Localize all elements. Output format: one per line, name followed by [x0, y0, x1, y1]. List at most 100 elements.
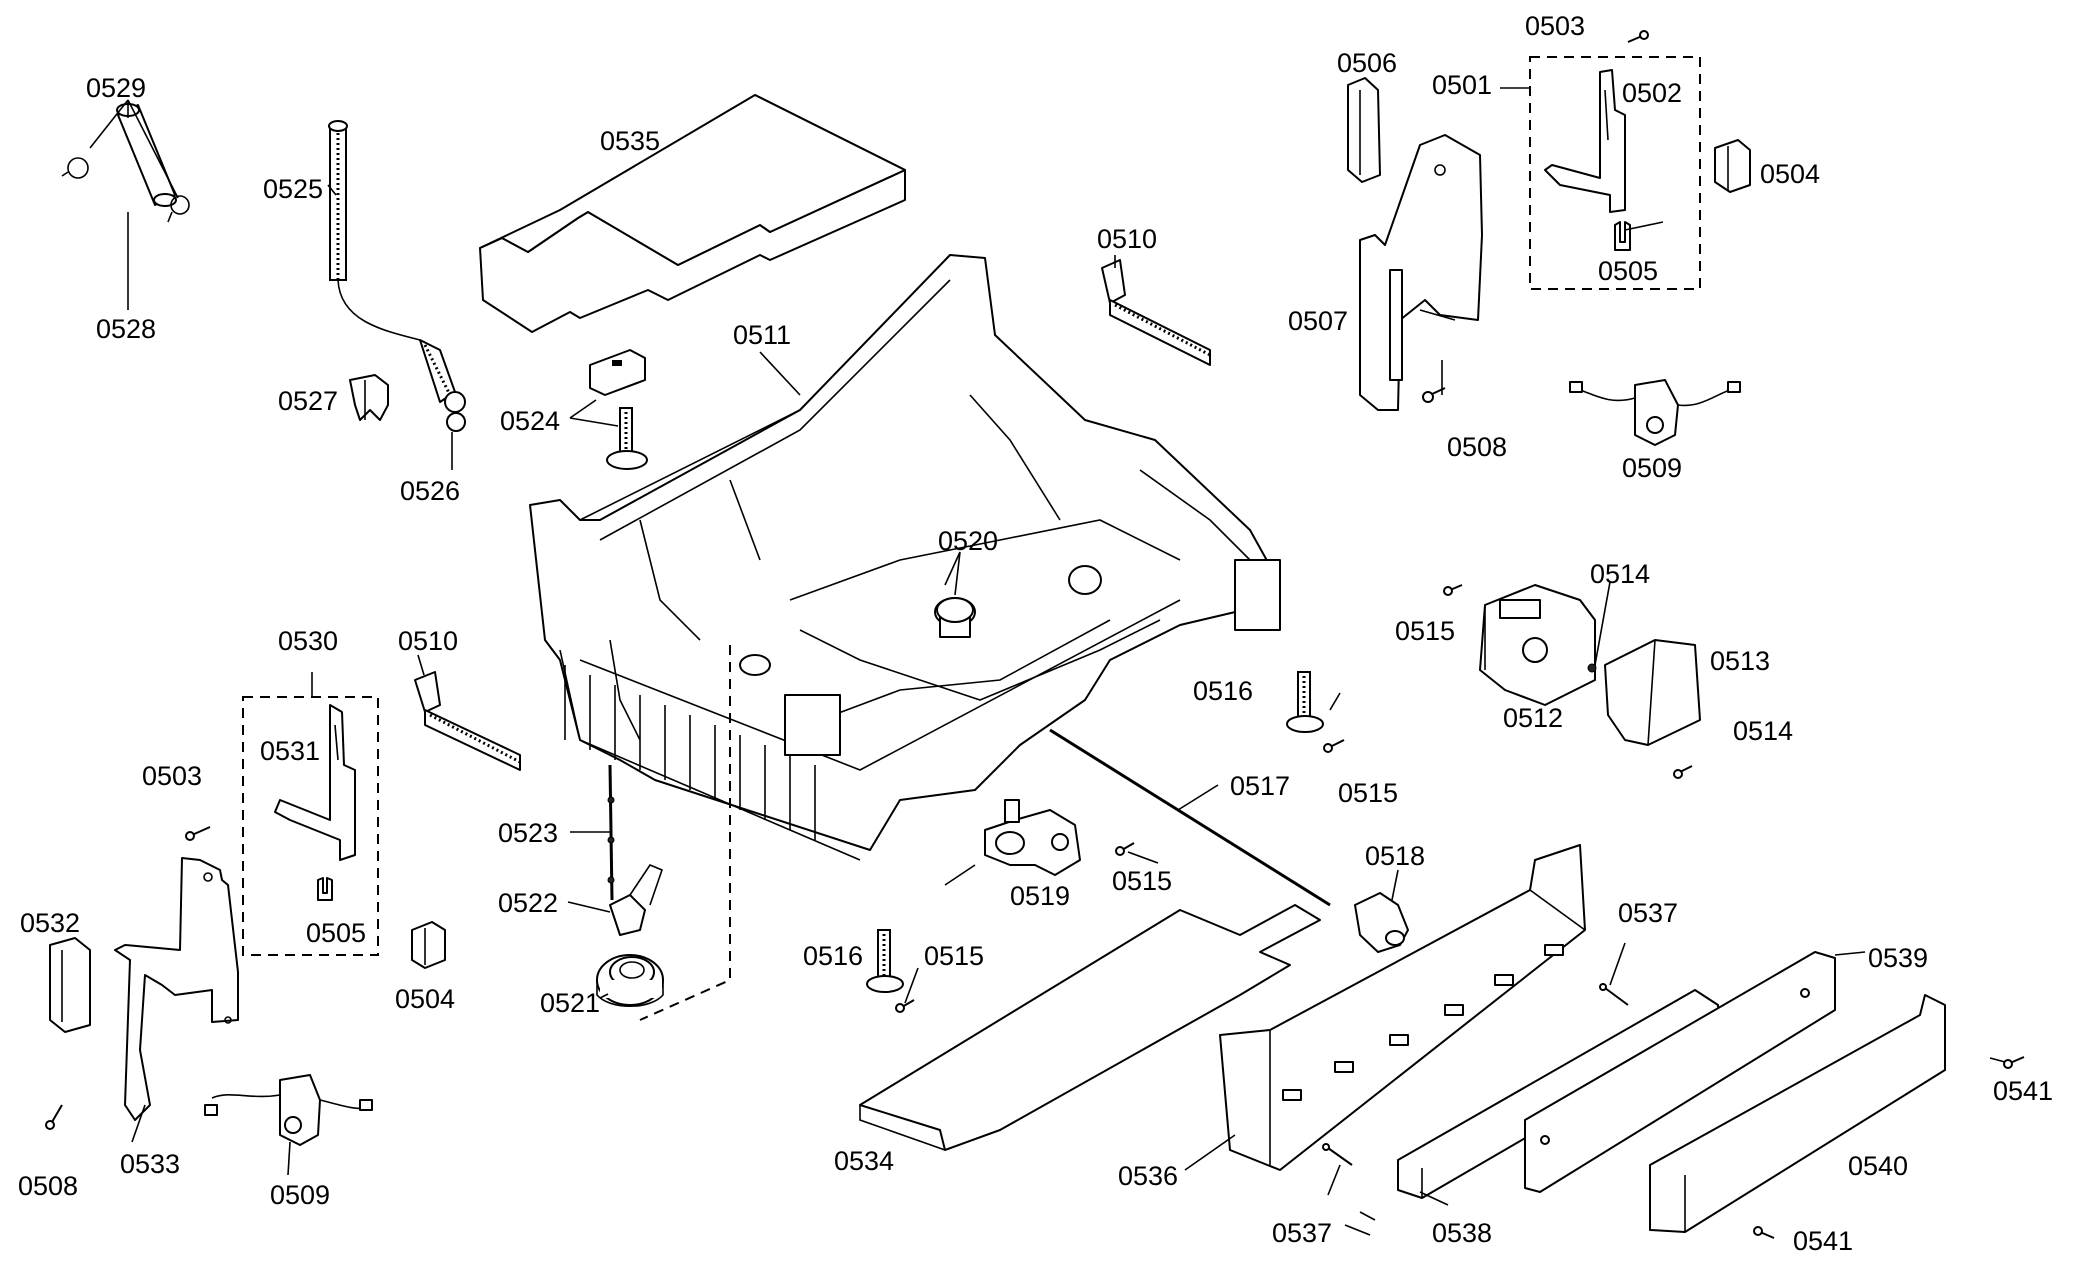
label-0506: 0506: [1337, 48, 1397, 78]
label-0516-left: 0516: [803, 941, 863, 971]
label-0521: 0521: [540, 988, 600, 1018]
label-0513: 0513: [1710, 646, 1770, 676]
label-0528: 0528: [96, 314, 156, 344]
label-0541-bottom: 0541: [1793, 1226, 1853, 1256]
part-labels: 0501 0502 0503 0503 0504 0504 0505 0505 …: [18, 11, 2053, 1256]
label-0512: 0512: [1503, 703, 1563, 733]
part-0512-housing: [1479, 584, 1596, 706]
part-0525-hose: [328, 120, 466, 432]
label-0505-right: 0505: [1598, 256, 1658, 286]
part-0513-cover: [1604, 639, 1701, 746]
label-0517: 0517: [1230, 771, 1290, 801]
part-0534-plate: [859, 904, 1321, 1151]
part-0541-screw-a: [2003, 1056, 2025, 1069]
label-0526: 0526: [400, 476, 460, 506]
label-0539: 0539: [1868, 943, 1928, 973]
part-0518-fitting: [1354, 892, 1409, 953]
part-0539-panel: [1524, 951, 1836, 1193]
part-0510-spring-bracket-top: [1101, 259, 1211, 366]
part-0511-base-tub: [529, 254, 1281, 861]
label-0509-right: 0509: [1622, 453, 1682, 483]
part-0507-bracket: [1359, 134, 1483, 411]
label-0515-a: 0515: [1395, 616, 1455, 646]
label-0531: 0531: [260, 736, 320, 766]
group-box-0501: [1529, 56, 1701, 290]
label-0529: 0529: [86, 73, 146, 103]
label-0508-left: 0508: [18, 1171, 78, 1201]
label-0536: 0536: [1118, 1161, 1178, 1191]
part-0504-cap-left: [411, 921, 446, 969]
part-0524-block-and-screw: [589, 349, 648, 470]
label-0505-left: 0505: [306, 918, 366, 948]
label-0504-left: 0504: [395, 984, 455, 1014]
label-0515-d: 0515: [924, 941, 984, 971]
part-0506-cap: [1347, 77, 1381, 183]
label-0525: 0525: [263, 174, 323, 204]
label-0534: 0534: [834, 1146, 894, 1176]
label-0514-top: 0514: [1590, 559, 1650, 589]
label-0541-right: 0541: [1993, 1076, 2053, 1106]
label-0520: 0520: [938, 526, 998, 556]
part-0523-rod: [607, 764, 615, 901]
part-0537-pin-b: [1322, 1143, 1353, 1166]
part-0522-sensor: [609, 864, 663, 936]
label-0515-c: 0515: [1112, 866, 1172, 896]
label-0524: 0524: [500, 406, 560, 436]
part-0517-rod: [1049, 728, 1331, 907]
label-0508-right: 0508: [1447, 432, 1507, 462]
label-0507: 0507: [1288, 306, 1348, 336]
part-0516-screw-right: [1286, 671, 1324, 733]
part-0509-sensor-left: [204, 1074, 373, 1146]
group-box-0530: [242, 696, 379, 956]
part-0504-cap-right: [1714, 139, 1751, 193]
label-0535: 0535: [600, 126, 660, 156]
label-0503-top: 0503: [1525, 11, 1585, 41]
label-0509-left: 0509: [270, 1180, 330, 1210]
label-0519: 0519: [1010, 881, 1070, 911]
label-0537-top: 0537: [1618, 898, 1678, 928]
label-0538: 0538: [1432, 1218, 1492, 1248]
label-0501: 0501: [1432, 70, 1492, 100]
part-0521-pump: [596, 954, 664, 1007]
part-0531-bracket: [274, 704, 356, 861]
label-0533: 0533: [120, 1149, 180, 1179]
part-0514-screw-a: [1587, 663, 1597, 673]
label-0515-b: 0515: [1338, 778, 1398, 808]
part-0505-clip-left: [317, 877, 333, 901]
label-0523: 0523: [498, 818, 558, 848]
label-0511: 0511: [733, 320, 791, 350]
part-0505-clip-right: [1614, 221, 1631, 251]
part-0515-screw-d: [895, 999, 915, 1013]
label-0522: 0522: [498, 888, 558, 918]
part-0528-hose-0529-clamps: [61, 103, 190, 223]
part-0503-screw-left: [185, 826, 211, 841]
label-0527: 0527: [278, 386, 338, 416]
part-0515-screw-a: [1443, 584, 1463, 596]
part-0541-screw-b: [1753, 1226, 1775, 1239]
part-0516-screw-left: [866, 929, 904, 993]
part-0527-clip: [349, 374, 389, 421]
label-0537-bottom: 0537: [1272, 1218, 1332, 1248]
part-0515-screw-b: [1323, 739, 1345, 753]
part-0509-sensor-right: [1569, 379, 1741, 446]
label-0503-left: 0503: [142, 761, 202, 791]
label-0504-right: 0504: [1760, 159, 1820, 189]
part-0514-screw-b: [1673, 765, 1693, 779]
part-0532-cap: [49, 937, 91, 1033]
label-0514-bottom: 0514: [1733, 716, 1793, 746]
label-0518: 0518: [1365, 841, 1425, 871]
label-0502: 0502: [1622, 78, 1682, 108]
part-0540-panel: [1649, 994, 1946, 1233]
label-0530: 0530: [278, 626, 338, 656]
part-0515-screw-c: [1115, 842, 1135, 856]
part-0510-spring-bracket-left: [414, 671, 521, 771]
leader-lines: [89, 99, 2006, 1236]
part-0537-pin-a: [1599, 983, 1629, 1006]
part-0502-bracket: [1544, 69, 1626, 213]
part-0536-tray: [1219, 844, 1586, 1171]
part-0535-cover-plate: [479, 94, 906, 333]
part-0519-valve: [984, 799, 1081, 876]
label-0510-top: 0510: [1097, 224, 1157, 254]
part-0520-fitting: [936, 597, 974, 623]
